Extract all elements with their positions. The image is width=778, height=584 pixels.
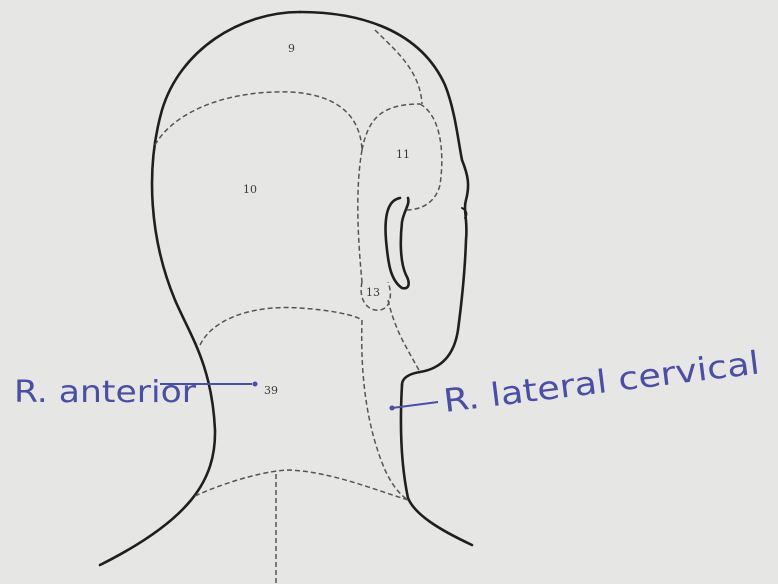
annotation-right: R. lateral cervical bbox=[390, 343, 762, 419]
annotation-right-dot bbox=[390, 406, 395, 411]
boundary-shoulder bbox=[195, 470, 408, 500]
region-label-10: 10 bbox=[243, 183, 257, 196]
region-label-13: 13 bbox=[366, 286, 380, 299]
boundary-9-10 bbox=[155, 92, 362, 150]
ear-outline bbox=[386, 198, 409, 288]
region-label-39: 39 bbox=[264, 384, 278, 397]
region-label-9: 9 bbox=[288, 42, 295, 55]
annotation-right-text: R. lateral cervical bbox=[441, 343, 761, 419]
boundary-11-region bbox=[405, 104, 442, 210]
annotation-left-dot bbox=[253, 382, 258, 387]
boundary-10-11 bbox=[358, 150, 362, 282]
face-outline bbox=[300, 12, 468, 385]
head-outline bbox=[100, 12, 472, 565]
boundary-top-right bbox=[375, 30, 422, 104]
annotation-right-pointer bbox=[392, 402, 438, 408]
region-boundaries bbox=[155, 30, 442, 584]
annotation-left: R. anterior bbox=[14, 375, 258, 410]
boundary-10-39 bbox=[200, 307, 362, 345]
annotation-left-text: R. anterior bbox=[14, 375, 197, 410]
boundary-jaw bbox=[388, 300, 420, 372]
head-back-outline bbox=[100, 12, 300, 565]
region-label-11: 11 bbox=[396, 148, 410, 161]
boundary-9-11 bbox=[362, 104, 420, 150]
